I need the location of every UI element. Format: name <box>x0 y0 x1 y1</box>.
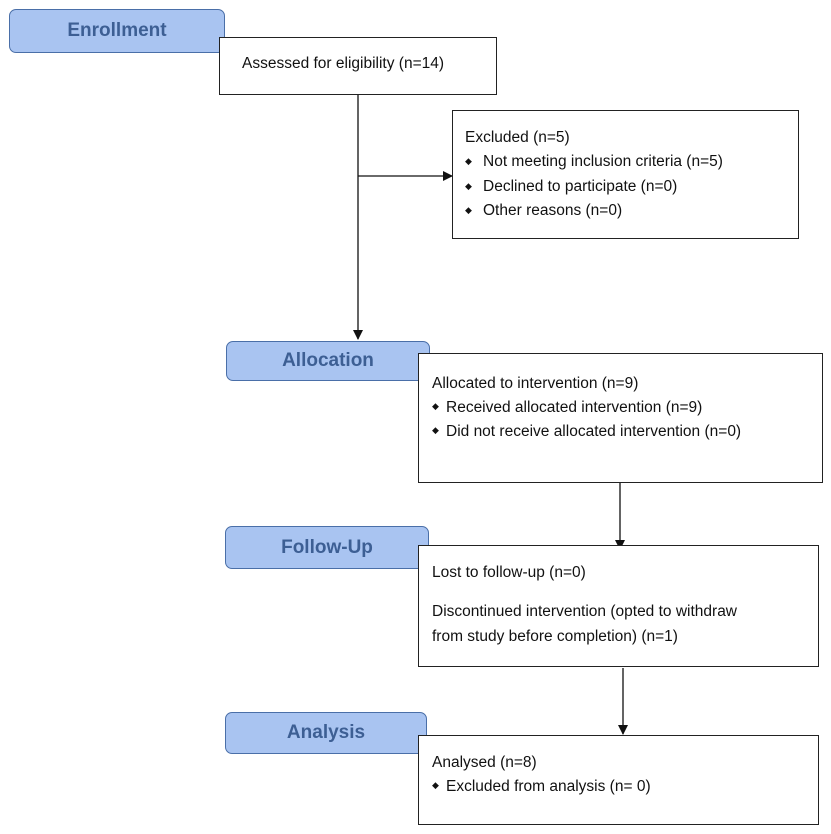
bullet-icon: ◆ <box>432 424 439 435</box>
discontinued-line-2: from study before completion) (n=1) <box>432 627 678 645</box>
analysed-box: Analysed (n=8) ◆Excluded from analysis (… <box>418 735 819 825</box>
analysed-title: Analysed (n=8) <box>432 754 537 771</box>
stage-label-analysis-text: Analysis <box>286 722 366 743</box>
stage-label-enrollment-text: Enrollment <box>67 20 167 41</box>
excluded-title: Excluded (n=5) <box>465 129 570 146</box>
bullet-icon: ◆ <box>465 205 472 216</box>
bullet-icon: ◆ <box>432 400 439 411</box>
stage-label-enrollment: Enrollment <box>9 9 225 53</box>
bullet-icon: ◆ <box>465 156 472 167</box>
stage-label-follow-up: Follow-Up <box>225 526 429 569</box>
lost-to-followup: Lost to follow-up (n=0) <box>432 564 586 581</box>
bullet-icon: ◆ <box>432 779 439 790</box>
discontinued-line-1: Discontinued intervention (opted to with… <box>432 602 738 620</box>
bullet-icon: ◆ <box>465 180 472 191</box>
stage-label-follow-up-text: Follow-Up <box>281 536 373 558</box>
assessed-box: Assessed for eligibility (n=14) <box>219 37 497 95</box>
stage-label-allocation-text: Allocation <box>282 350 374 371</box>
analysed-item: ◆Excluded from analysis (n= 0) <box>432 778 651 796</box>
assessed-text: Assessed for eligibility (n=14) <box>242 55 445 72</box>
excluded-item: ◆Not meeting inclusion criteria (n=5) <box>465 153 723 171</box>
allocated-box: Allocated to intervention (n=9) ◆Receive… <box>418 353 823 483</box>
stage-label-allocation: Allocation <box>226 341 430 381</box>
stage-label-analysis: Analysis <box>225 712 427 754</box>
allocated-item: ◆Did not receive allocated intervention … <box>432 423 742 441</box>
allocated-item: ◆Received allocated intervention (n=9) <box>432 399 703 417</box>
excluded-item: ◆Other reasons (n=0) <box>465 202 623 220</box>
followup-box: Lost to follow-up (n=0) Discontinued int… <box>418 545 819 667</box>
allocated-title: Allocated to intervention (n=9) <box>432 375 639 392</box>
excluded-box: Excluded (n=5) ◆Not meeting inclusion cr… <box>452 110 799 239</box>
excluded-item: ◆Declined to participate (n=0) <box>465 177 678 195</box>
